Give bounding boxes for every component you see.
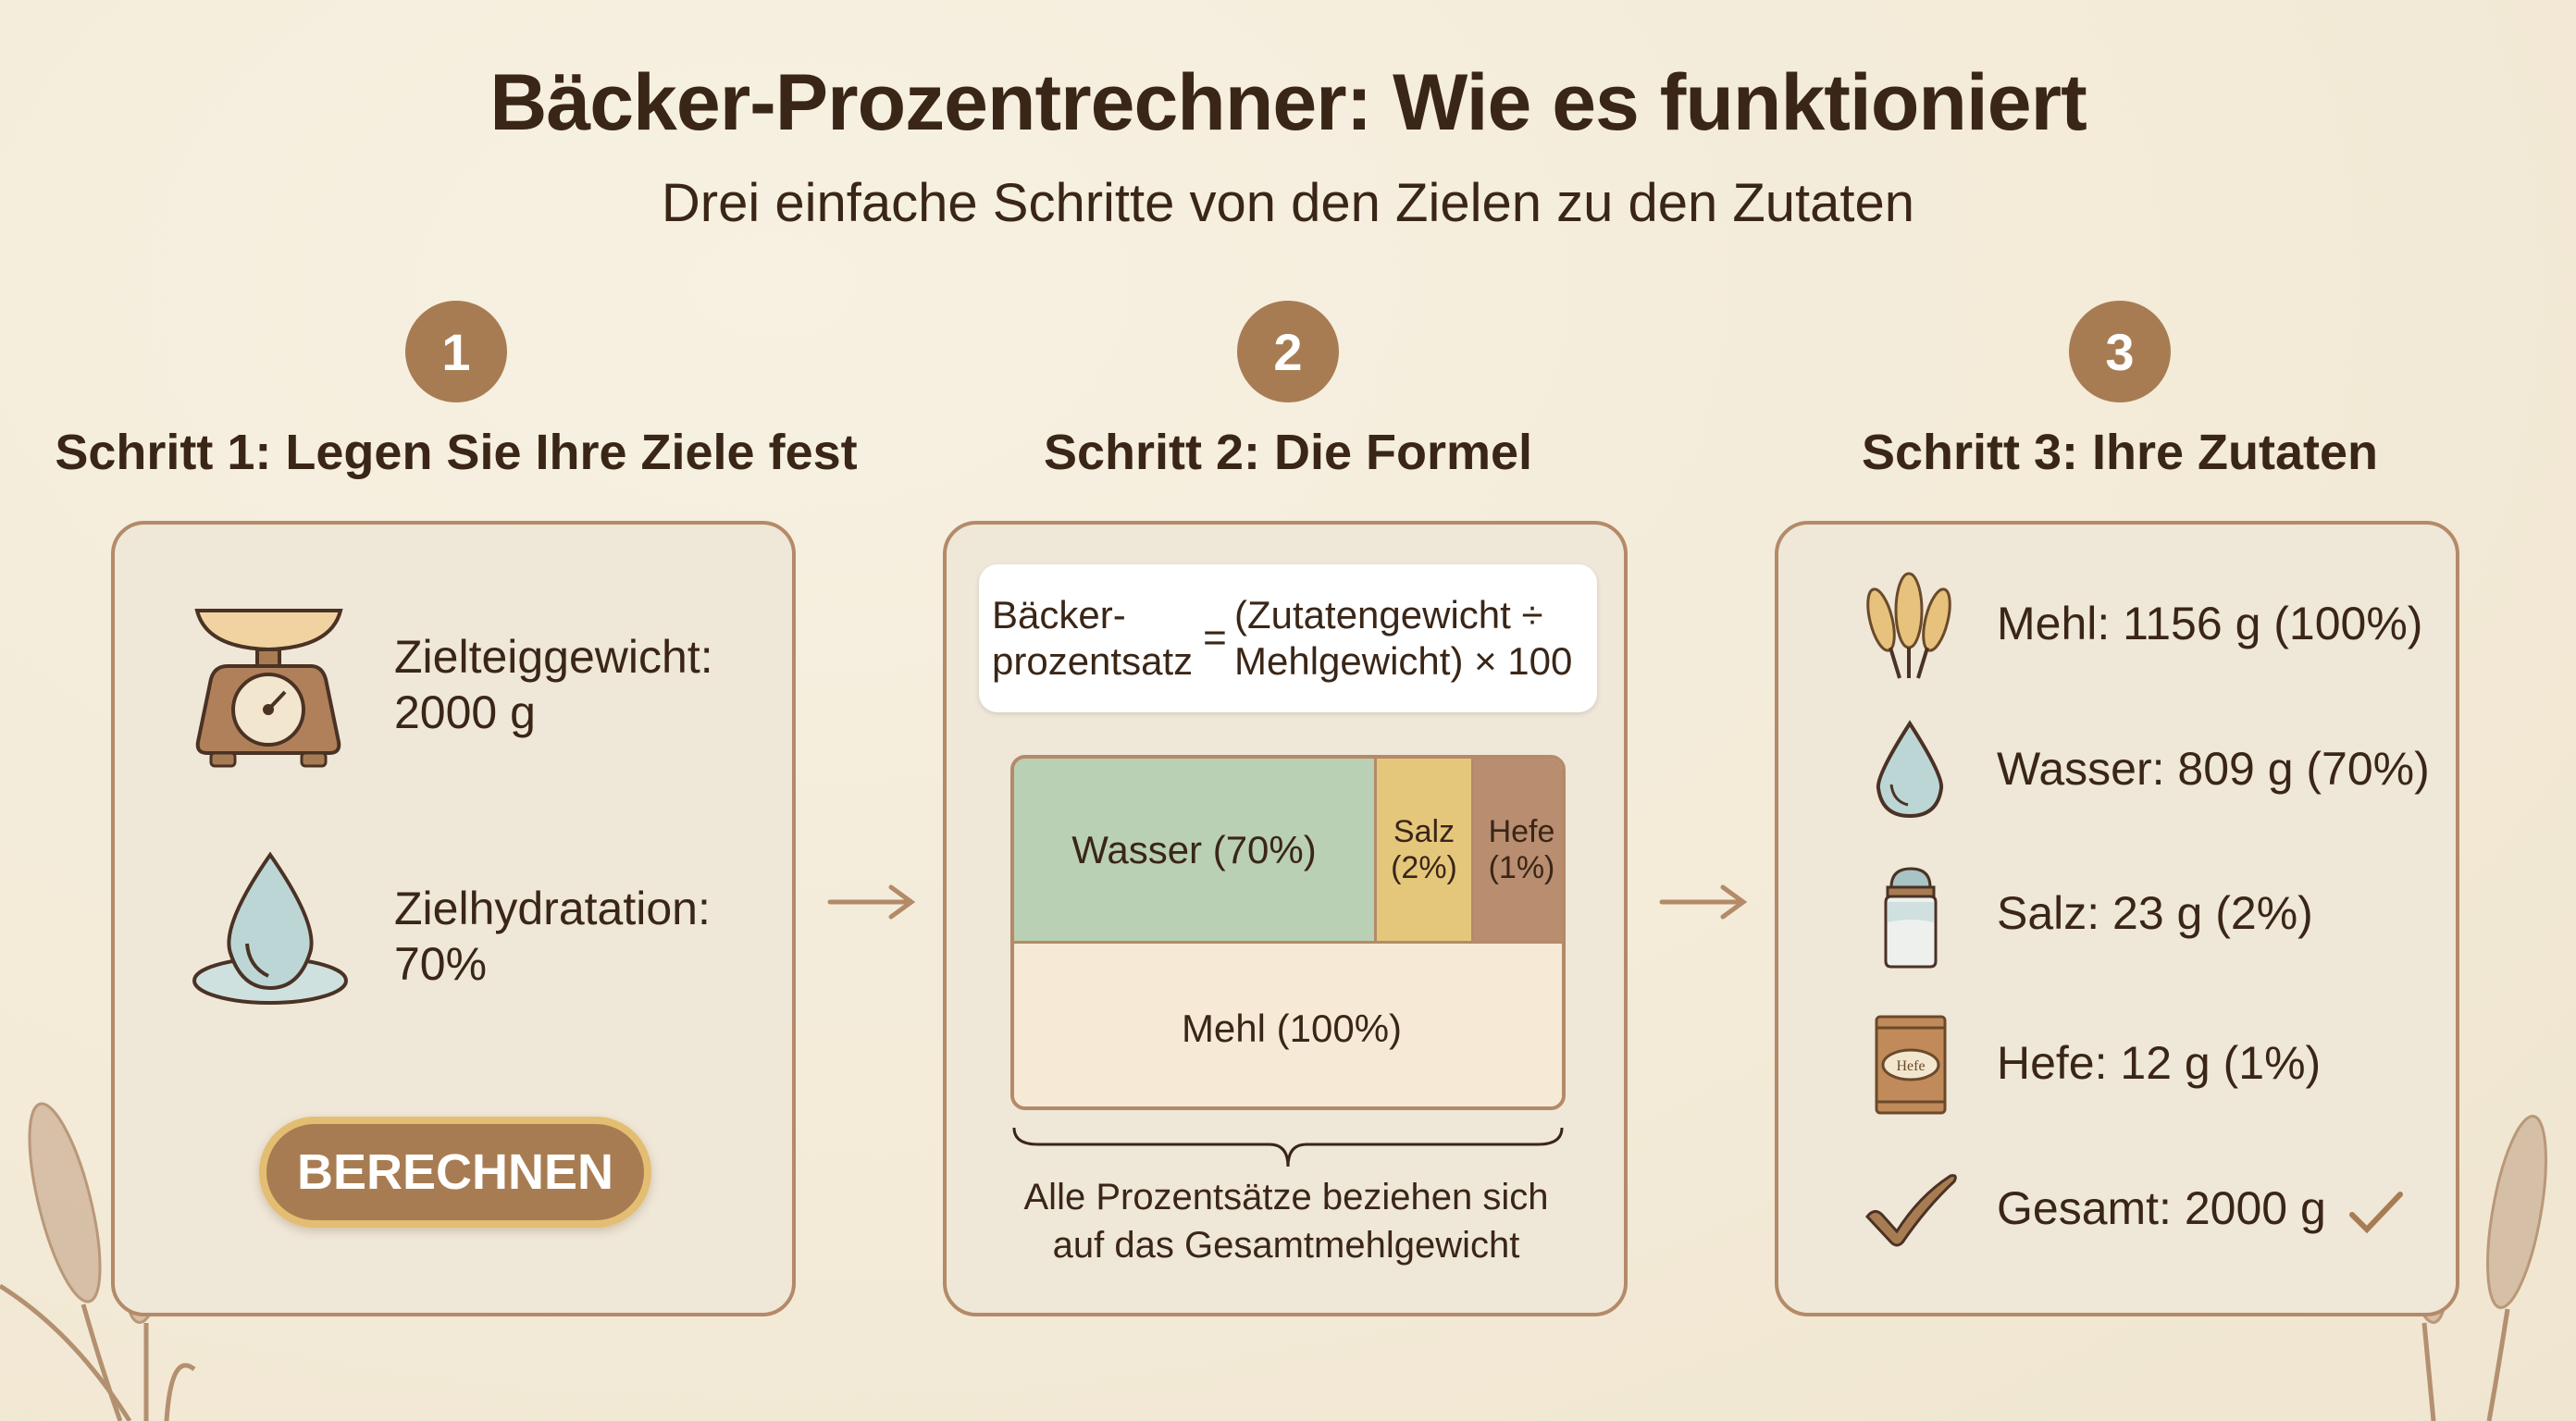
target-hydration-label: Zielhydratation: xyxy=(394,883,711,934)
step-2-title: Schritt 2: Die Formel xyxy=(1043,425,1533,480)
flour-block: Mehl (100%) xyxy=(1014,944,1562,1106)
formula-rhs: (Zutatengewicht ÷ Mehlgewicht) × 100 xyxy=(1234,593,1573,683)
ingredient-flour: Mehl: 1156 g (100%) xyxy=(1997,598,2423,649)
formula-equals: = xyxy=(1203,615,1227,661)
formula-box: Bäcker- prozentsatz = (Zutatengewicht ÷ … xyxy=(979,564,1597,712)
ingredient-salt: Salz: 23 g (2%) xyxy=(1997,887,2313,939)
target-hydration-value: 70% xyxy=(394,938,488,990)
step-2-badge: 2 xyxy=(1237,301,1339,402)
water-block: Wasser (70%) xyxy=(1014,759,1377,944)
ingredient-total: Gesamt: 2000 g xyxy=(1997,1181,2404,1235)
arrow-right-icon xyxy=(1659,884,1748,920)
curly-brace-icon xyxy=(1012,1127,1564,1168)
yeast-block: Hefe (1%) xyxy=(1474,759,1562,944)
salt-block: Salz (2%) xyxy=(1377,759,1474,944)
salt-shaker-icon xyxy=(1884,867,1938,969)
target-dough-weight-label: Zielteiggewicht: xyxy=(394,631,713,683)
formula-lhs: Bäcker- prozentsatz xyxy=(992,593,1194,683)
step-1-badge: 1 xyxy=(405,301,507,402)
page-title: Bäcker-Prozentrechner: Wie es funktionie… xyxy=(489,58,2087,147)
diagram-note: Alle Prozentsätze beziehen sich auf das … xyxy=(1023,1177,1549,1266)
calculate-button[interactable]: BERECHNEN xyxy=(259,1117,651,1228)
target-dough-weight-value: 2000 g xyxy=(394,686,536,738)
ingredient-yeast: Hefe: 12 g (1%) xyxy=(1997,1037,2322,1089)
target-dough-weight-field[interactable]: Zielteiggewicht: 2000 g xyxy=(394,629,713,740)
step-1-title: Schritt 1: Legen Sie Ihre Ziele fest xyxy=(55,425,858,480)
small-checkmark-icon xyxy=(2348,1191,2403,1234)
water-drop-icon xyxy=(1876,720,1944,819)
arrow-right-icon xyxy=(827,884,916,920)
kitchen-scale-icon xyxy=(194,609,343,768)
ingredient-water: Wasser: 809 g (70%) xyxy=(1997,743,2430,795)
percentage-diagram: Wasser (70%) Salz (2%) Hefe (1%) Mehl (1… xyxy=(1010,755,1566,1110)
page-subtitle: Drei einfache Schritte von den Zielen zu… xyxy=(661,173,1915,233)
step-3-title: Schritt 3: Ihre Zutaten xyxy=(1861,425,2379,480)
step-3-badge: 3 xyxy=(2069,301,2171,402)
water-drop-icon xyxy=(192,851,348,1005)
yeast-packet-icon: Hefe xyxy=(1875,1015,1947,1115)
checkmark-icon xyxy=(1865,1174,1957,1247)
wheat-icon xyxy=(1866,572,1951,679)
step-3-panel xyxy=(1775,521,2459,1316)
svg-text:Hefe: Hefe xyxy=(1896,1058,1925,1074)
target-hydration-field[interactable]: Zielhydratation: 70% xyxy=(394,881,711,992)
